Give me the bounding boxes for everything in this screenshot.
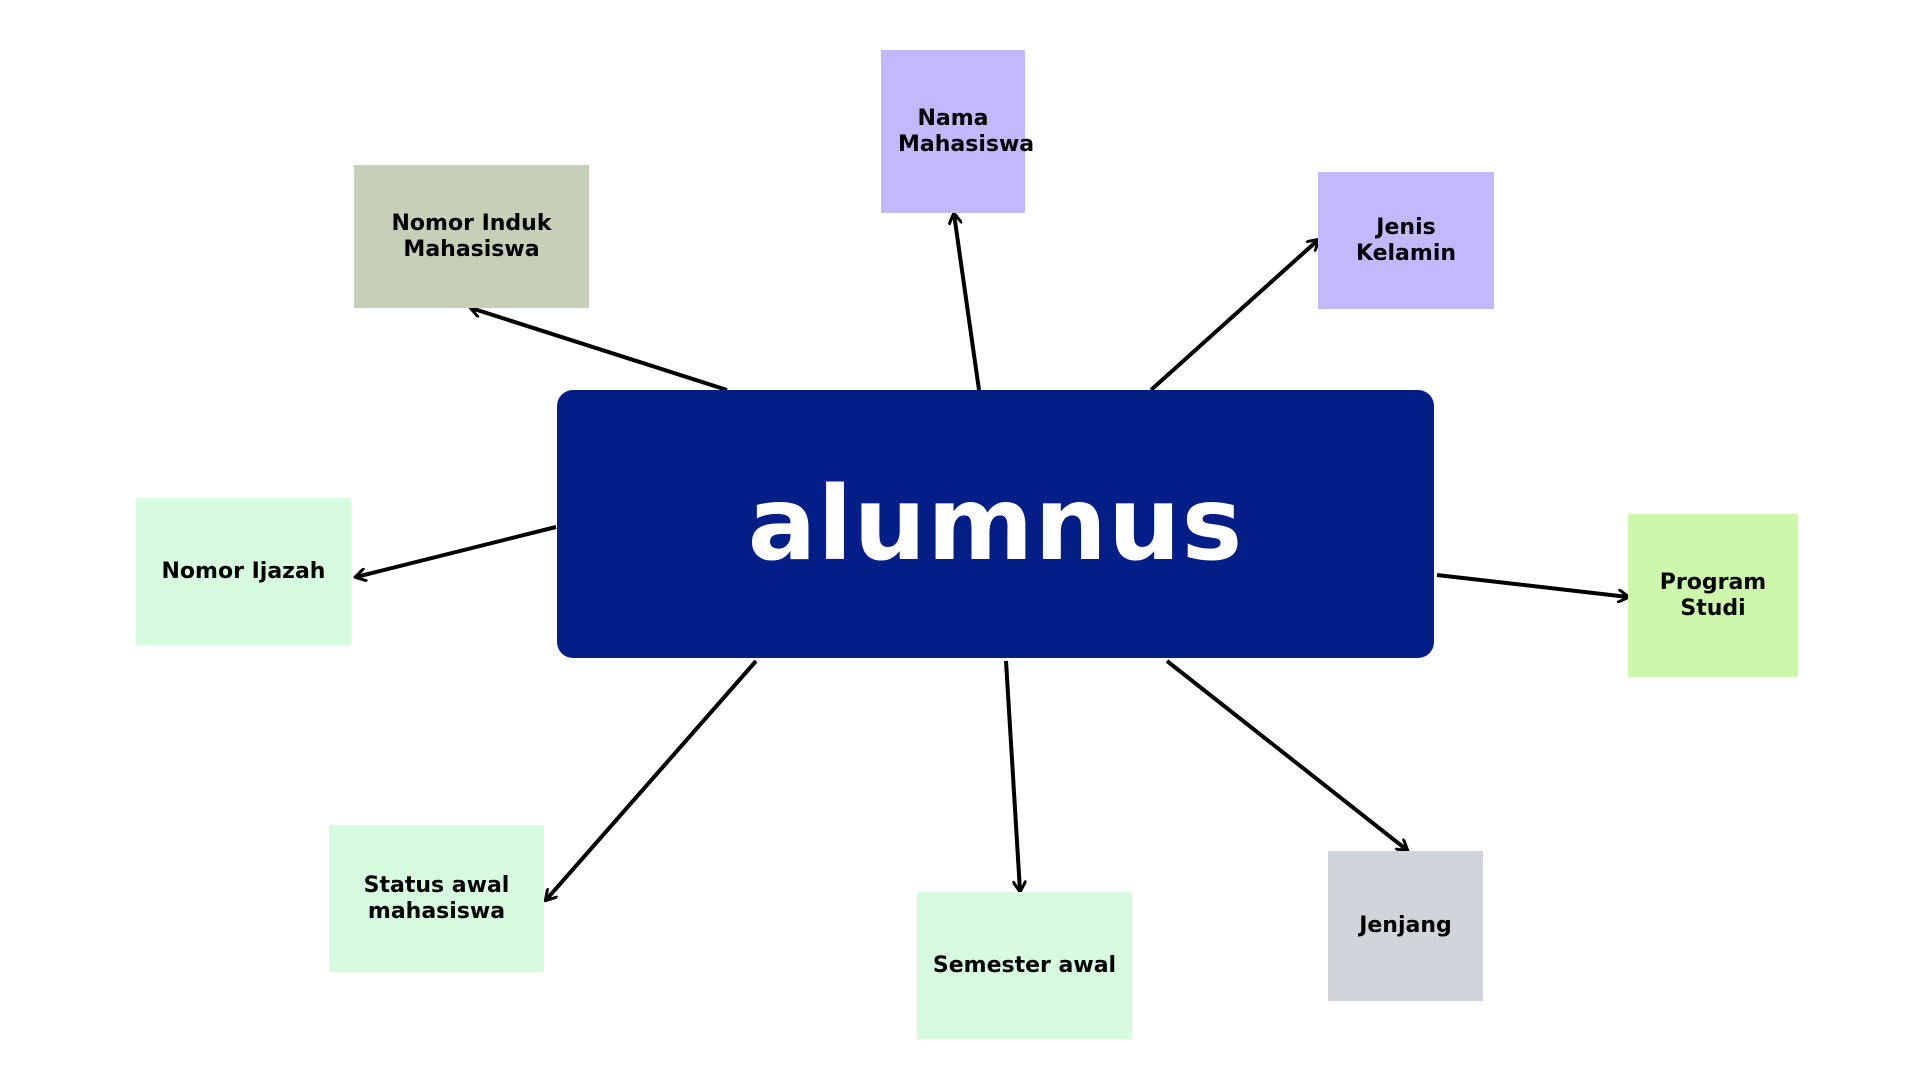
arrow-to-program-studi bbox=[1436, 573, 1628, 597]
arrow-to-semester-awal bbox=[1004, 660, 1020, 891]
node-label: Nama Mahasiswa bbox=[898, 105, 1035, 157]
arrow-to-nomor-induk-mahasiswa bbox=[471, 308, 728, 392]
node-program-studi: Program Studi bbox=[1628, 514, 1798, 677]
arrow-to-nomor-ijazah bbox=[356, 525, 557, 577]
node-semester-awal: Semester awal bbox=[917, 892, 1132, 1039]
node-nomor-ijazah: Nomor Ijazah bbox=[136, 498, 351, 645]
node-label: Jenis Kelamin bbox=[1355, 214, 1457, 266]
node-label: Jenjang bbox=[1359, 913, 1452, 938]
node-label: Status awal mahasiswa bbox=[363, 872, 510, 924]
node-nomor-induk-mahasiswa: Nomor Induk Mahasiswa bbox=[354, 165, 589, 308]
node-label: Nomor Ijazah bbox=[161, 558, 326, 584]
node-label: Program Studi bbox=[1659, 569, 1767, 621]
arrow-to-nama-mahasiswa bbox=[954, 214, 981, 391]
central-entity-label: alumnus bbox=[747, 464, 1244, 584]
central-entity-alumnus: alumnus bbox=[557, 390, 1434, 658]
arrow-to-jenjang bbox=[1165, 659, 1407, 850]
node-jenjang: Jenjang bbox=[1328, 851, 1483, 1001]
node-status-awal-mahasiswa: Status awal mahasiswa bbox=[329, 825, 544, 972]
arrow-to-status-awal-mahasiswa bbox=[546, 659, 758, 900]
node-label: Semester awal bbox=[932, 952, 1117, 978]
node-nama-mahasiswa: Nama Mahasiswa bbox=[881, 50, 1035, 213]
node-label: Nomor Induk Mahasiswa bbox=[391, 210, 552, 262]
node-jenis-kelamin: Jenis Kelamin bbox=[1318, 172, 1494, 309]
arrow-to-jenis-kelamin bbox=[1149, 240, 1318, 392]
